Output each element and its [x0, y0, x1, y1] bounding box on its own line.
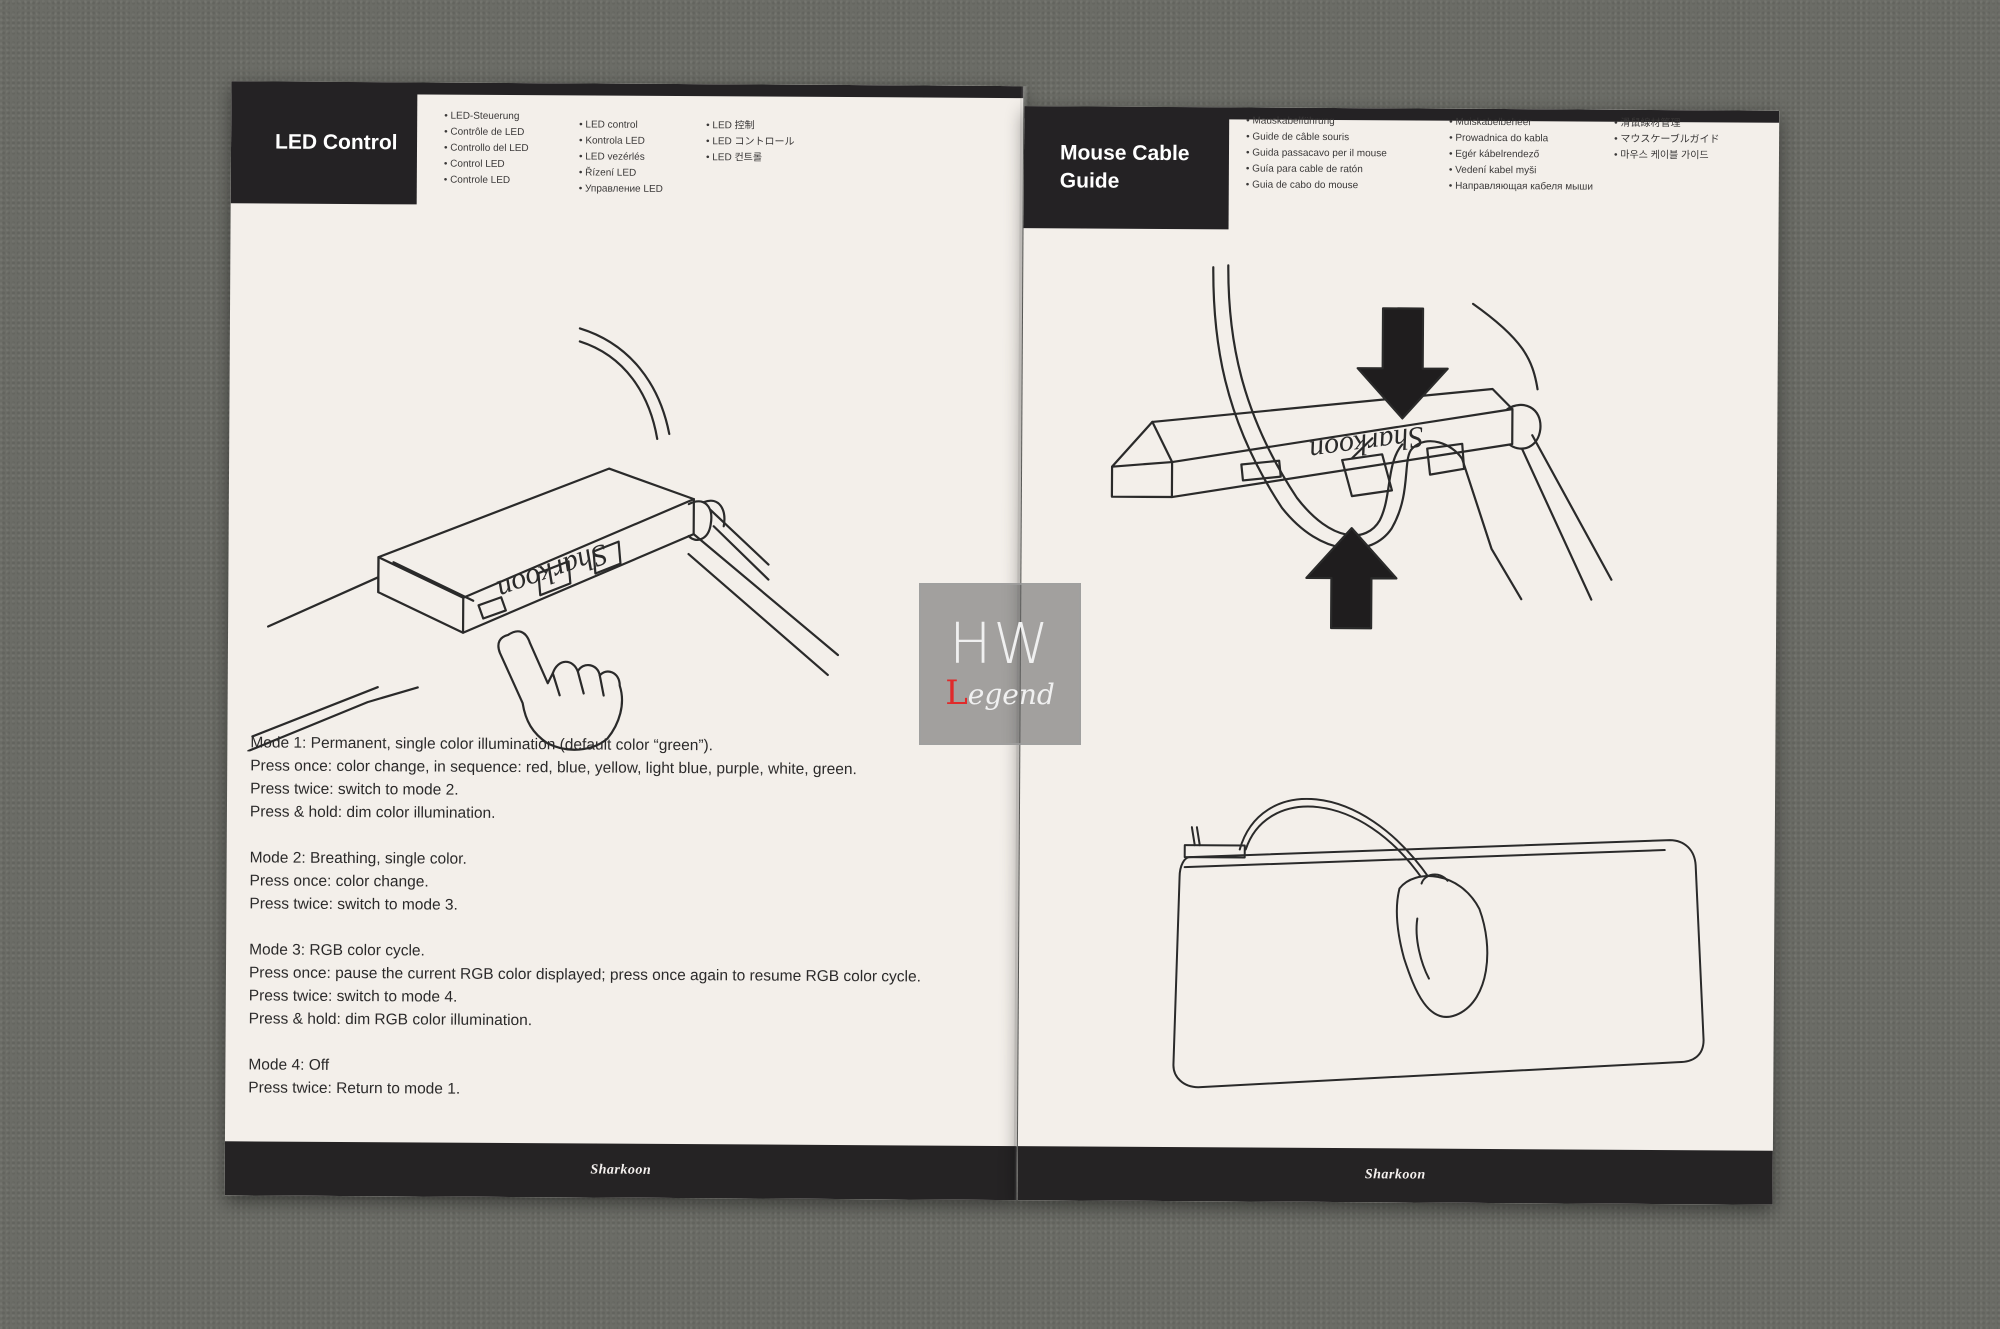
- translations-list-3: 滑鼠線材管理マウスケーブルガイド마우스 케이블 가이드: [1614, 116, 1720, 165]
- translation-item: Vedení kabel myši: [1449, 163, 1593, 180]
- instruction-line: Press twice: Return to mode 1.: [248, 1079, 461, 1098]
- translations-list-2: LED controlKontrola LEDLED vezérlésŘízen…: [579, 117, 664, 198]
- watermark-rest: egend: [967, 678, 1055, 711]
- translation-item: Muiskabelbeheer: [1449, 115, 1593, 132]
- translation-item: Egér kábelrendező: [1449, 147, 1593, 164]
- led-control-illustration: Sharkoon: [247, 231, 1010, 756]
- translation-item: Controllo del LED: [444, 141, 529, 158]
- page-title-line2: Guide: [1059, 169, 1120, 193]
- translations-list-1: LED-SteuerungContrôle de LEDControllo de…: [444, 109, 529, 190]
- mode-block-1: Mode 1: Permanent, single color illumina…: [250, 731, 1011, 828]
- translation-item: Prowadnica do kabla: [1449, 131, 1593, 148]
- translation-item: Control LED: [444, 157, 529, 174]
- instruction-line: Press & hold: dim color illumination.: [249, 803, 496, 822]
- hwlegend-watermark: HW Legend: [919, 583, 1081, 745]
- translation-item: Kontrola LED: [579, 133, 663, 150]
- translation-item: Guida passacavo per il mouse: [1246, 145, 1387, 162]
- translation-item: LED vezérlés: [579, 149, 663, 166]
- page-title-block: Mouse Cable Guide: [1023, 106, 1230, 230]
- page-title-line1: Mouse Cable: [1059, 141, 1190, 166]
- translations-list-2: MuiskabelbeheerProwadnica do kablaEgér k…: [1449, 115, 1594, 196]
- page-title-block: LED Control: [230, 81, 418, 205]
- page-footer: Sharkoon: [224, 1141, 1017, 1201]
- cable-guide-illustration: Sharkoon: [1051, 256, 1754, 680]
- device-logo: Sharkoon: [493, 537, 612, 607]
- page-title: LED Control: [274, 130, 398, 155]
- translation-item: Направляющая кабеля мыши: [1449, 179, 1593, 196]
- left-page: LED Control LED-SteuerungContrôle de LED…: [224, 81, 1024, 1201]
- translation-item: 마우스 케이블 가이드: [1614, 148, 1719, 165]
- translation-item: Управление LED: [579, 181, 663, 198]
- translations-list-1: MauskabelführungGuide de câble sourisGui…: [1246, 113, 1387, 194]
- translation-item: Guía para cable de ratón: [1246, 161, 1387, 178]
- translation-item: LED-Steuerung: [444, 109, 529, 126]
- instruction-line: Press twice: switch to mode 3.: [249, 895, 458, 914]
- translation-item: Guia de cabo do mouse: [1246, 177, 1387, 194]
- translation-item: LED 控制: [706, 118, 795, 135]
- translation-item: マウスケーブルガイド: [1614, 132, 1719, 149]
- translations-list-3: LED 控制LED コントロールLED 컨트롤: [706, 118, 795, 167]
- translation-item: LED コントロール: [706, 134, 795, 151]
- translation-item: LED control: [579, 117, 663, 134]
- instruction-line: Press & hold: dim RGB color illumination…: [248, 1010, 533, 1030]
- mode-block-2: Mode 2: Breathing, single color.Press on…: [249, 846, 1009, 920]
- mousepad-illustration: [1158, 797, 1720, 1120]
- page-footer: Sharkoon: [1017, 1146, 1773, 1205]
- translation-item: LED 컨트롤: [706, 150, 795, 167]
- right-page: Mouse Cable Guide MauskabelführungGuide …: [1017, 106, 1780, 1205]
- watermark-top-text: HW: [949, 612, 1051, 677]
- footer-brand-logo: Sharkoon: [1364, 1167, 1426, 1183]
- translation-item: 滑鼠線材管理: [1614, 116, 1719, 133]
- watermark-bottom-text: Legend: [945, 676, 1055, 711]
- led-mode-instructions: Mode 1: Permanent, single color illumina…: [248, 731, 1010, 1127]
- footer-brand-logo: Sharkoon: [590, 1162, 652, 1178]
- manual-booklet: LED Control LED-SteuerungContrôle de LED…: [224, 81, 1780, 1205]
- watermark-initial: L: [945, 673, 968, 713]
- mode-block-3: Mode 3: RGB color cycle.Press once: paus…: [249, 938, 1010, 1035]
- translation-item: Controle LED: [444, 173, 529, 190]
- translation-item: Mauskabelführung: [1246, 113, 1387, 130]
- translation-item: Contrôle de LED: [444, 125, 529, 142]
- translation-item: Řízení LED: [579, 165, 663, 182]
- translation-item: Guide de câble souris: [1246, 129, 1387, 146]
